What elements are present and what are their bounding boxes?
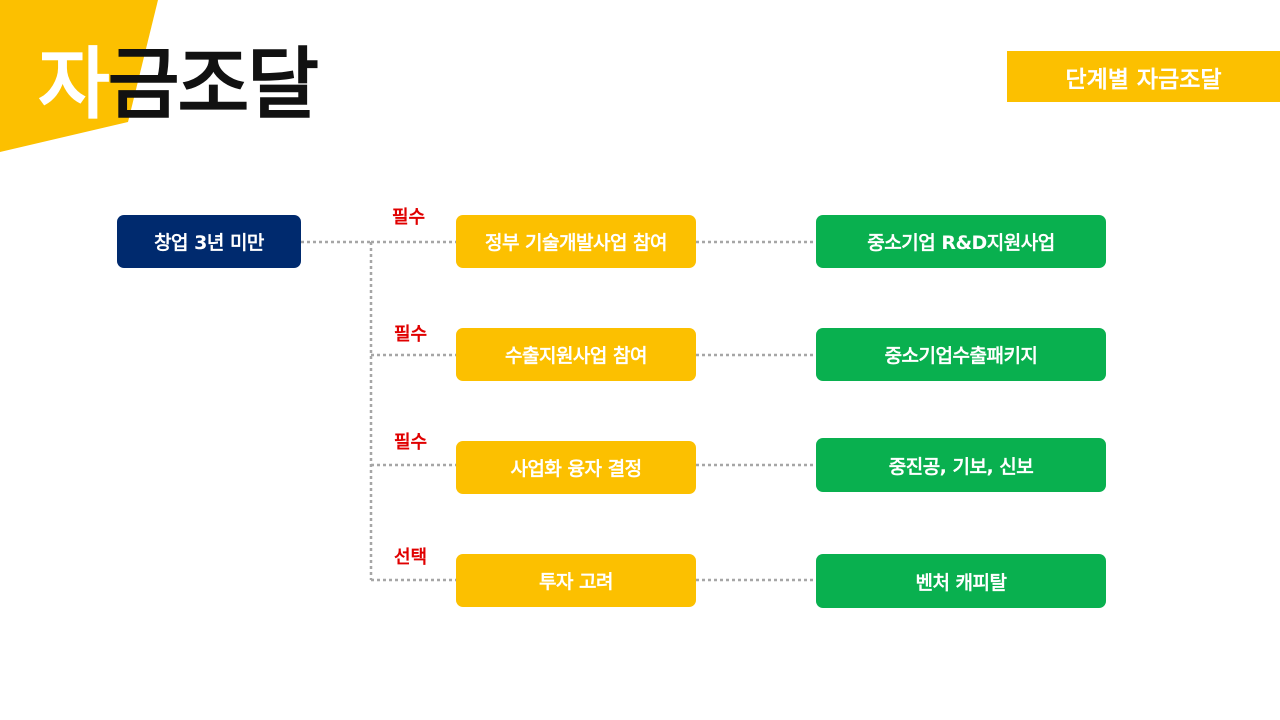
corner-accent-shape xyxy=(0,0,158,152)
page-title-first-char: 자 xyxy=(38,40,110,130)
requirement-label: 선택 xyxy=(394,547,428,568)
requirement-label: 필수 xyxy=(394,432,428,453)
requirement-label: 필수 xyxy=(394,324,428,345)
program-node: 중진공, 기보, 신보 xyxy=(816,438,1106,492)
stage-node: 사업화 융자 결정 xyxy=(456,441,696,494)
program-node: 벤처 캐피탈 xyxy=(816,554,1106,608)
program-node: 중소기업수출패키지 xyxy=(816,328,1106,381)
program-node: 중소기업 R&D지원사업 xyxy=(816,215,1106,268)
requirement-label: 필수 xyxy=(392,207,426,228)
root-node: 창업 3년 미만 xyxy=(117,215,301,268)
page-title: 자금조달 xyxy=(38,30,319,140)
page-title-rest: 금조달 xyxy=(107,40,319,130)
stage-funding-badge: 단계별 자금조달 xyxy=(1007,51,1280,102)
stage-node: 수출지원사업 참여 xyxy=(456,328,696,381)
stage-node: 정부 기술개발사업 참여 xyxy=(456,215,696,268)
stage-node: 투자 고려 xyxy=(456,554,696,607)
